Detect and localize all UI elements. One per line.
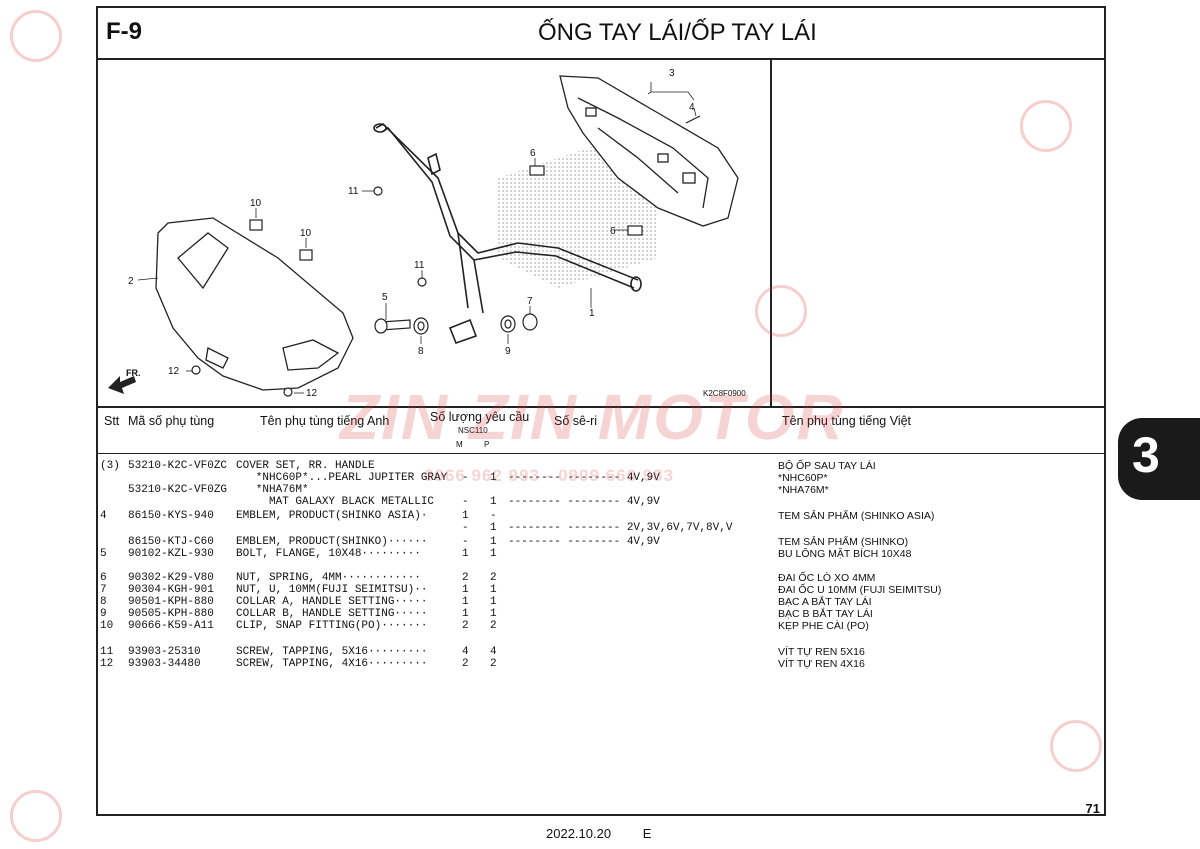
callout-4: 4 <box>689 102 695 113</box>
page-number: 71 <box>1085 801 1100 816</box>
screw-11-a <box>373 186 383 196</box>
front-label: FR. <box>126 368 141 378</box>
header-stt: Stt <box>104 414 120 428</box>
section-tab-number: 3 <box>1132 427 1160 483</box>
header-name-vn: Tên phụ tùng tiếng Việt <box>782 414 912 428</box>
clip-10-a <box>249 219 263 231</box>
table-row: 6 90302-K29-V80 NUT, SPRING, 4MM········… <box>100 572 876 584</box>
table-row: 10 90666-K59-A11 CLIP, SNAP FITTING(PO)·… <box>100 620 869 632</box>
clip-10-b <box>299 249 313 261</box>
handlebar-diagram: 1 2 3 4 5 6 6 7 8 9 10 10 11 11 12 12 FR… <box>108 68 746 399</box>
header-p: P <box>484 440 490 449</box>
table-row: - 1 -------- -------- 2V,3V,6V,7V,8V,V <box>462 522 733 534</box>
header-part-no: Mã số phụ tùng <box>128 414 215 428</box>
table-row: 86150-KTJ-C60 EMBLEM, PRODUCT(SHINKO)···… <box>128 536 909 548</box>
watermark-phone: 0966 962 993 - 0909 666 983 <box>424 466 675 485</box>
header-model: NSC110 <box>458 426 488 435</box>
callout-11b: 11 <box>414 260 425 271</box>
footer: 2022.10.20 E <box>546 826 651 841</box>
callout-2: 2 <box>128 276 134 287</box>
emblem-4 <box>685 115 701 124</box>
table-header: Stt Mã số phụ tùng Tên phụ tùng tiếng An… <box>98 406 1104 454</box>
watermark-logo-icon <box>1050 720 1102 772</box>
footer-edition: E <box>642 826 652 841</box>
callout-8: 8 <box>418 346 424 357</box>
table-row: 4 86150-KYS-940 EMBLEM, PRODUCT(SHINKO A… <box>100 510 935 522</box>
title-bar: F-9 ỐNG TAY LÁI/ỐP TAY LÁI <box>98 8 1104 60</box>
callout-1: 1 <box>589 308 595 319</box>
table-row: 9 90505-KPH-880 COLLAR B, HANDLE SETTING… <box>100 608 873 620</box>
callout-3: 3 <box>669 68 675 79</box>
table-row: 8 90501-KPH-880 COLLAR A, HANDLE SETTING… <box>100 596 872 608</box>
watermark-brand: ZIN ZIN MOTOR <box>340 381 845 453</box>
leader-lines <box>137 82 697 394</box>
callout-6b: 6 <box>610 226 616 237</box>
callout-12b: 12 <box>306 388 318 399</box>
handlebar-pipe <box>373 123 642 345</box>
table-row: *NHC60P*...PEARL JUPITER GRAY - 1 ------… <box>236 472 828 484</box>
table-row: 11 93903-25310 SCREW, TAPPING, 5X16·····… <box>100 646 865 658</box>
catalog-page-frame: F-9 ỐNG TAY LÁI/ỐP TAY LÁI <box>96 6 1106 816</box>
rear-cover <box>559 75 739 227</box>
spring-nut-6-b <box>627 225 643 236</box>
figure-id: F-9 <box>106 18 142 45</box>
section-tab: 3 <box>1118 418 1200 500</box>
watermark-logo-icon <box>1020 100 1072 152</box>
page-title: ỐNG TAY LÁI/ỐP TAY LÁI <box>538 19 817 46</box>
header-qty: Số lượng yêu cầu <box>430 410 530 424</box>
table-row: 53210-K2C-VF0ZG *NHA76M* *NHA76M* <box>128 484 829 496</box>
front-cover <box>155 217 354 391</box>
screw-12-a <box>191 365 201 375</box>
header-m: M <box>456 440 463 449</box>
table-row: 7 90304-KGH-901 NUT, U, 10MM(FUJI SEIMIT… <box>100 584 942 596</box>
callout-6a: 6 <box>530 148 536 159</box>
watermark-logo-icon <box>10 790 62 842</box>
header-name-en: Tên phụ tùng tiếng Anh <box>260 414 390 428</box>
screw-11-b <box>417 277 427 287</box>
table-row: MAT GALAXY BLACK METALLIC - 1 -------- -… <box>236 496 660 508</box>
table-row: (3) 53210-K2C-VF0ZC COVER SET, RR. HANDL… <box>100 460 876 472</box>
table-row: 12 93903-34480 SCREW, TAPPING, 4X16·····… <box>100 658 865 670</box>
u-nut-7 <box>522 313 538 331</box>
watermark-logo-icon <box>10 10 62 62</box>
diagram-code: K2C8F0900 <box>703 389 746 398</box>
callout-9: 9 <box>505 346 511 357</box>
small-parts <box>191 115 701 397</box>
callout-7: 7 <box>527 296 533 307</box>
front-arrow-icon <box>108 376 136 394</box>
callout-10a: 10 <box>250 198 262 209</box>
table-row: 5 90102-KZL-930 BOLT, FLANGE, 10X48·····… <box>100 548 912 560</box>
watermark-logo-icon <box>755 285 807 337</box>
callout-labels: 1 2 3 4 5 6 6 7 8 9 10 10 11 11 12 12 FR… <box>126 68 746 399</box>
callout-12a: 12 <box>168 366 180 377</box>
screw-12-b <box>283 387 293 397</box>
callout-5: 5 <box>382 292 388 303</box>
header-serial: Số sê-ri <box>554 414 598 428</box>
spring-nut-6-a <box>529 165 545 176</box>
footer-date: 2022.10.20 <box>546 826 612 841</box>
callout-11a: 11 <box>348 186 359 197</box>
exploded-diagram: 1 2 3 4 5 6 6 7 8 9 10 10 11 11 12 12 FR… <box>98 58 772 406</box>
callout-10b: 10 <box>300 228 312 239</box>
